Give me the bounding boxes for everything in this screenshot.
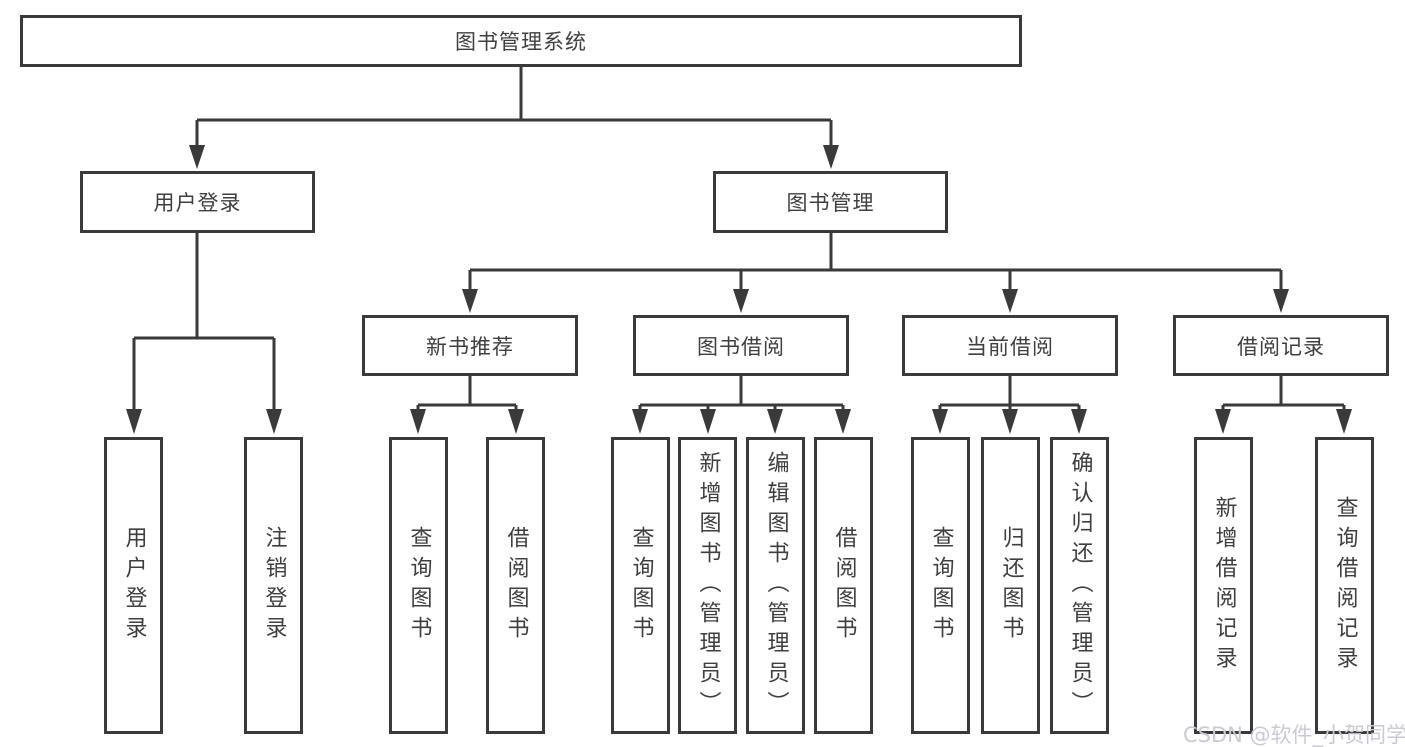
leaf-label: 新增图书（管理员） [695, 450, 721, 721]
watermark: CSDN @软件_小贺同学 [1183, 723, 1405, 747]
leaf-edit-books-admin: 编辑图书（管理员） [746, 437, 805, 734]
node-library-management-system: 图书管理系统 [20, 15, 1022, 67]
leaf-return-books: 归还图书 [981, 437, 1040, 734]
node-label: 图书管理系统 [455, 30, 587, 54]
node-label: 借阅记录 [1237, 334, 1325, 359]
leaf-confirm-return-admin: 确认归还（管理员） [1050, 437, 1109, 734]
node-label: 新书推荐 [426, 334, 514, 359]
leaf-query-books-2: 查询图书 [611, 437, 670, 734]
leaf-label: 归还图书 [998, 525, 1024, 646]
leaf-label: 借阅图书 [831, 525, 857, 646]
connector-root [189, 67, 839, 169]
leaf-query-books-3: 查询图书 [911, 437, 970, 734]
leaf-label: 查询图书 [406, 525, 432, 646]
node-label: 图书借阅 [697, 334, 785, 359]
leaf-borrow-books-2: 借阅图书 [814, 437, 873, 734]
node-new-book-recommend: 新书推荐 [362, 315, 578, 376]
leaf-label: 查询借阅记录 [1332, 495, 1358, 676]
connector-book-management [462, 233, 1289, 313]
leaf-label: 注销登录 [261, 525, 287, 646]
leaf-label: 借阅图书 [503, 525, 529, 646]
leaf-borrow-books-1: 借阅图书 [486, 437, 545, 734]
leaf-label: 用户登录 [121, 525, 147, 646]
node-label: 用户登录 [153, 191, 242, 215]
connector-user-login [126, 233, 282, 434]
node-current-borrowing: 当前借阅 [902, 315, 1118, 376]
node-book-management: 图书管理 [713, 171, 948, 233]
leaf-query-borrow-record: 查询借阅记录 [1315, 437, 1374, 734]
connector-current-borrowing [932, 376, 1087, 434]
node-label: 当前借阅 [966, 334, 1054, 359]
leaf-label: 新增借阅记录 [1211, 495, 1237, 676]
leaf-logout: 注销登录 [244, 437, 303, 734]
leaf-query-books-1: 查询图书 [389, 437, 448, 734]
node-borrowing-records: 借阅记录 [1173, 315, 1389, 376]
connector-new-books [410, 376, 524, 434]
connector-book-borrowing [632, 376, 851, 434]
leaf-label: 查询图书 [628, 525, 654, 646]
connector-borrowing-records [1215, 376, 1352, 434]
node-book-borrowing: 图书借阅 [633, 315, 849, 376]
leaf-add-borrow-record: 新增借阅记录 [1194, 437, 1253, 734]
leaf-label: 编辑图书（管理员） [763, 450, 789, 721]
leaf-label: 确认归还（管理员） [1067, 450, 1093, 721]
node-user-login: 用户登录 [80, 171, 315, 233]
leaf-user-login: 用户登录 [104, 437, 163, 734]
node-label: 图书管理 [786, 191, 875, 215]
leaf-add-books-admin: 新增图书（管理员） [678, 437, 737, 734]
leaf-label: 查询图书 [928, 525, 954, 646]
